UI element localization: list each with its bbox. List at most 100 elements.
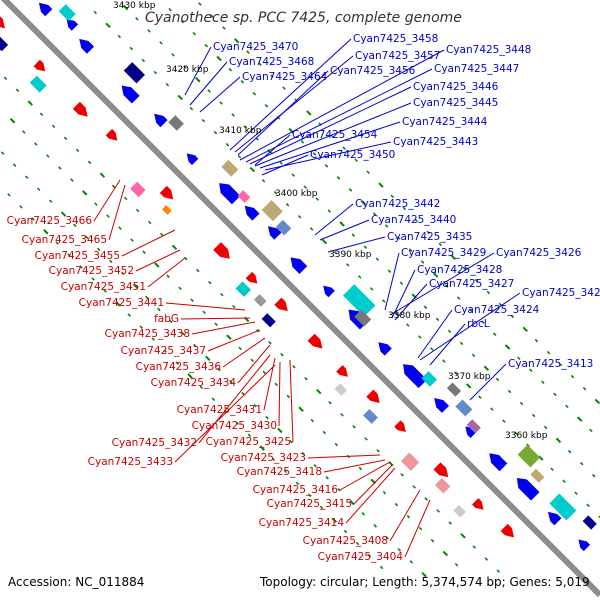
tick-mark bbox=[31, 217, 35, 221]
tick-mark bbox=[195, 77, 201, 83]
tick-mark bbox=[538, 455, 544, 461]
tick-mark bbox=[60, 211, 67, 217]
tick-mark bbox=[27, 100, 33, 106]
reverse-gene-label: fabG bbox=[154, 313, 179, 325]
reverse-gene-label: Cyan7425_3452 bbox=[49, 265, 134, 277]
genome-summary: Topology: circular; Length: 5,374,574 bp… bbox=[259, 575, 590, 589]
kbp-label: 3370 kbp bbox=[448, 372, 491, 382]
leader-line bbox=[323, 459, 386, 473]
forward-gene-label: Cyan7425_3446 bbox=[413, 81, 499, 93]
reverse-gene bbox=[72, 101, 88, 117]
tick-mark bbox=[576, 416, 583, 422]
reverse-gene bbox=[307, 333, 323, 349]
tick-mark bbox=[159, 232, 164, 237]
tick-mark bbox=[210, 14, 214, 18]
forward-gene-label: Cyan7425_3448 bbox=[446, 44, 531, 56]
tick-mark bbox=[121, 271, 125, 276]
reverse-gene bbox=[500, 523, 515, 538]
tick-mark bbox=[420, 260, 425, 264]
tick-mark bbox=[444, 284, 449, 288]
tick-mark bbox=[301, 451, 305, 456]
tick-mark bbox=[204, 43, 209, 48]
leader-line bbox=[254, 102, 412, 167]
leader-line bbox=[121, 229, 176, 257]
tick-mark bbox=[127, 313, 131, 317]
tick-mark bbox=[58, 166, 62, 170]
forward-gene-label: Cyan7425_3445 bbox=[413, 97, 498, 109]
leader-line bbox=[259, 121, 401, 169]
tick-mark bbox=[543, 425, 548, 430]
gene-feature bbox=[58, 4, 76, 22]
leader-line bbox=[417, 309, 453, 359]
forward-gene-label: Cyan7425_3413 bbox=[508, 358, 593, 370]
tick-mark bbox=[396, 236, 401, 240]
tick-mark bbox=[211, 397, 216, 402]
tick-mark bbox=[289, 439, 293, 444]
forward-gene bbox=[79, 38, 95, 54]
tick-mark bbox=[472, 545, 477, 549]
tick-mark bbox=[306, 110, 312, 116]
tick-mark bbox=[406, 323, 410, 327]
tick-mark bbox=[246, 50, 250, 54]
tick-mark bbox=[258, 62, 262, 66]
tick-mark bbox=[376, 449, 380, 453]
tick-mark bbox=[397, 548, 402, 552]
tick-mark bbox=[379, 565, 384, 570]
tick-mark bbox=[111, 184, 116, 189]
tick-mark bbox=[303, 185, 308, 189]
forward-gene bbox=[121, 85, 140, 104]
tick-mark bbox=[171, 244, 178, 251]
reverse-gene bbox=[471, 498, 484, 510]
tick-mark bbox=[72, 223, 77, 228]
leader-line bbox=[307, 454, 381, 459]
tick-mark bbox=[243, 125, 247, 129]
tick-mark bbox=[565, 404, 569, 409]
reverse-gene-label: Cyan7425_3465 bbox=[22, 234, 107, 246]
tick-mark bbox=[115, 301, 121, 307]
gene-feature bbox=[453, 504, 466, 518]
reverse-gene bbox=[0, 14, 5, 29]
tick-mark bbox=[159, 41, 163, 45]
tick-mark bbox=[192, 31, 197, 36]
reverse-gene-label: Cyan7425_3455 bbox=[35, 250, 120, 262]
tick-mark bbox=[339, 221, 345, 227]
leader-line bbox=[429, 323, 466, 366]
tick-mark bbox=[177, 94, 183, 101]
tick-mark bbox=[331, 517, 338, 523]
forward-gene-label: Cyan7425_3427 bbox=[429, 278, 514, 290]
gene-feature bbox=[434, 477, 451, 494]
gene-feature bbox=[275, 219, 292, 236]
tick-mark bbox=[316, 388, 322, 395]
reverse-gene-label: Cyan7425_3423 bbox=[221, 452, 306, 464]
tick-mark bbox=[558, 362, 563, 367]
tick-mark bbox=[178, 286, 182, 291]
tick-mark bbox=[39, 112, 44, 117]
forward-gene bbox=[548, 511, 562, 526]
tick-mark bbox=[171, 53, 175, 57]
leader-line bbox=[249, 86, 412, 165]
tick-mark bbox=[586, 503, 590, 508]
tick-mark bbox=[555, 437, 562, 444]
tick-mark bbox=[241, 391, 245, 396]
gene-feature bbox=[363, 409, 378, 424]
tick-mark bbox=[310, 418, 315, 423]
reverse-gene-label: Cyan7425_3441 bbox=[79, 297, 164, 309]
tick-mark bbox=[51, 124, 56, 129]
tick-mark bbox=[48, 199, 53, 204]
tick-mark bbox=[271, 457, 276, 462]
tick-mark bbox=[340, 413, 344, 417]
forward-gene-label: Cyan7425_3420 bbox=[522, 287, 600, 299]
tick-mark bbox=[117, 34, 122, 39]
gene-feature bbox=[235, 281, 252, 297]
tick-mark bbox=[103, 289, 107, 293]
tick-mark bbox=[292, 364, 296, 369]
tick-mark bbox=[319, 505, 324, 510]
reverse-gene-label: Cyan7425_3434 bbox=[151, 377, 237, 389]
tick-mark bbox=[63, 136, 68, 141]
tick-mark bbox=[574, 491, 578, 496]
tick-mark bbox=[369, 287, 374, 291]
tick-mark bbox=[519, 401, 524, 406]
tick-mark bbox=[9, 118, 16, 124]
tick-mark bbox=[238, 346, 242, 351]
